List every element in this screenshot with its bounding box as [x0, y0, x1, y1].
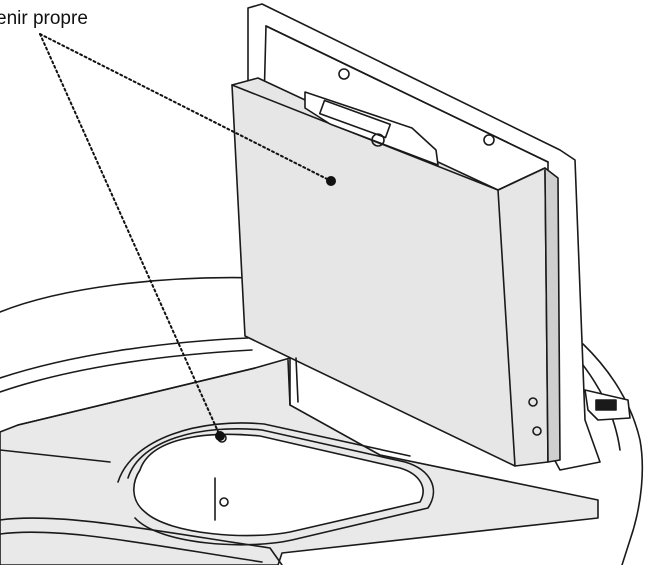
frame-bolt-left: [338, 68, 350, 80]
drum-opening-lip-inner: [117, 422, 411, 483]
lid-frame-inner: [265, 25, 549, 163]
drum-opening-lip: [127, 427, 435, 546]
drum-opening: [133, 433, 424, 537]
lower-left-panel: [0, 517, 283, 565]
frame-bolt-right: [483, 134, 495, 146]
callout-dot-floor: [215, 431, 225, 441]
filter-box-front-edge: [497, 189, 516, 467]
callout-leader-to-floor: [39, 33, 221, 437]
support-post: [287, 357, 299, 406]
drum-screw: [219, 497, 229, 507]
body-outer-curve: [0, 276, 263, 313]
callout-dot-panel: [326, 176, 336, 186]
console-button: [595, 399, 617, 411]
lower-left-panel-edge: [0, 531, 263, 563]
well-back-rim: [17, 367, 256, 426]
callout-label: enir propre: [0, 8, 88, 29]
latch-cylinder: [318, 99, 392, 139]
box-screw-top: [528, 397, 538, 407]
callout-leader-to-panel: [39, 33, 332, 182]
latch-knob: [371, 133, 385, 147]
deck-left-edge-inner: [0, 349, 253, 393]
filter-box-side: [497, 167, 561, 463]
body-right-curve: [582, 343, 644, 565]
deck-left-edge: [0, 337, 249, 379]
box-screw-bottom: [532, 426, 542, 436]
well-front-rim: [0, 449, 111, 463]
